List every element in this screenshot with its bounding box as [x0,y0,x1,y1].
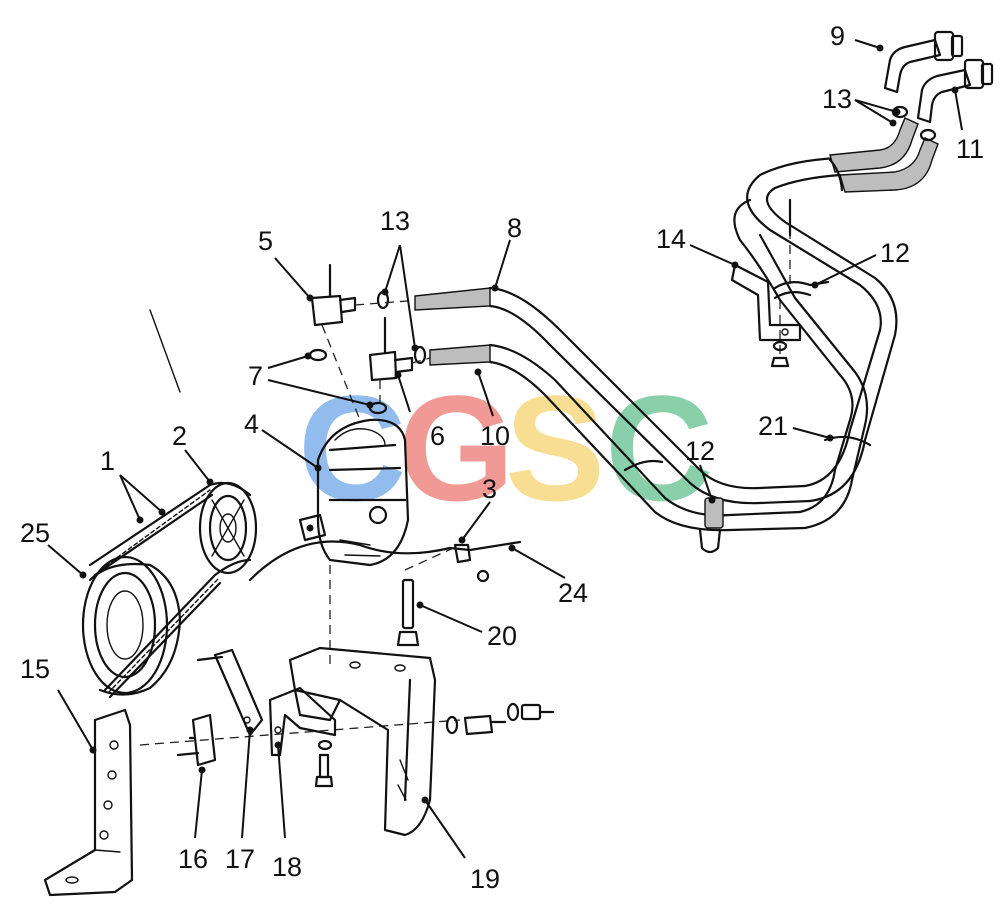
strap-17 [196,648,264,737]
spacer-16 [176,713,217,767]
wire-terminal [476,569,490,583]
callout-20: 20 [487,621,517,651]
watermark-letter-2: G [398,364,515,532]
bracket-18 [268,686,337,788]
callout-13-right: 13 [822,84,852,114]
o-ring-13d [919,128,937,142]
compressor [298,418,410,567]
callout-8: 8 [507,213,522,243]
callout-1: 1 [100,446,115,476]
callout-14: 14 [656,224,686,254]
fitting-9 [883,30,964,94]
callout-11: 11 [956,134,984,164]
callout-6: 6 [430,421,445,451]
watermark-letter-3: S [505,364,605,532]
callout-25: 25 [20,518,50,548]
callout-12-lower: 12 [685,436,715,466]
o-ring-13c [891,105,909,119]
callout-12-upper: 12 [880,238,910,268]
bracket-14 [730,198,802,368]
clamp-12a [773,280,830,300]
callout-21: 21 [758,411,788,441]
callout-9: 9 [830,21,845,51]
reference-line [149,309,181,393]
fitting-6 [368,316,414,382]
callout-4: 4 [244,409,259,439]
callout-5: 5 [258,226,273,256]
bracket-15 [43,708,134,897]
strap-mid [623,459,664,472]
callout-17: 17 [225,844,255,874]
callout-3: 3 [482,474,497,504]
leader-lines [47,39,963,859]
callout-15: 15 [20,654,50,684]
o-ring-13b [413,345,427,365]
hardware-stack [445,702,555,736]
mount-bracket-19 [288,646,437,837]
fitting-5 [310,263,357,327]
fitting-11 [916,58,994,124]
discharge-hose [414,286,812,505]
clamp-12b [698,497,724,554]
watermark: C G S C [298,364,713,532]
callout-2: 2 [172,421,187,451]
callout-10: 10 [480,421,510,451]
callout-24: 24 [558,578,588,608]
refrigerant-lines [733,156,898,530]
upper-hoses [829,117,939,193]
strap-upper [828,158,844,192]
wire-harness [248,540,522,582]
o-ring-7a [308,348,328,362]
callout-labels: 1 2 3 4 5 6 7 8 9 10 11 12 12 13 13 14 1… [20,21,984,894]
callout-19: 19 [470,864,500,894]
bolt-20 [396,578,420,647]
wire-connector [453,543,472,564]
callout-7: 7 [248,361,263,391]
callout-18: 18 [272,852,302,882]
callout-16: 16 [178,844,208,874]
arrowheads [79,44,959,804]
callout-13-left: 13 [380,206,410,236]
